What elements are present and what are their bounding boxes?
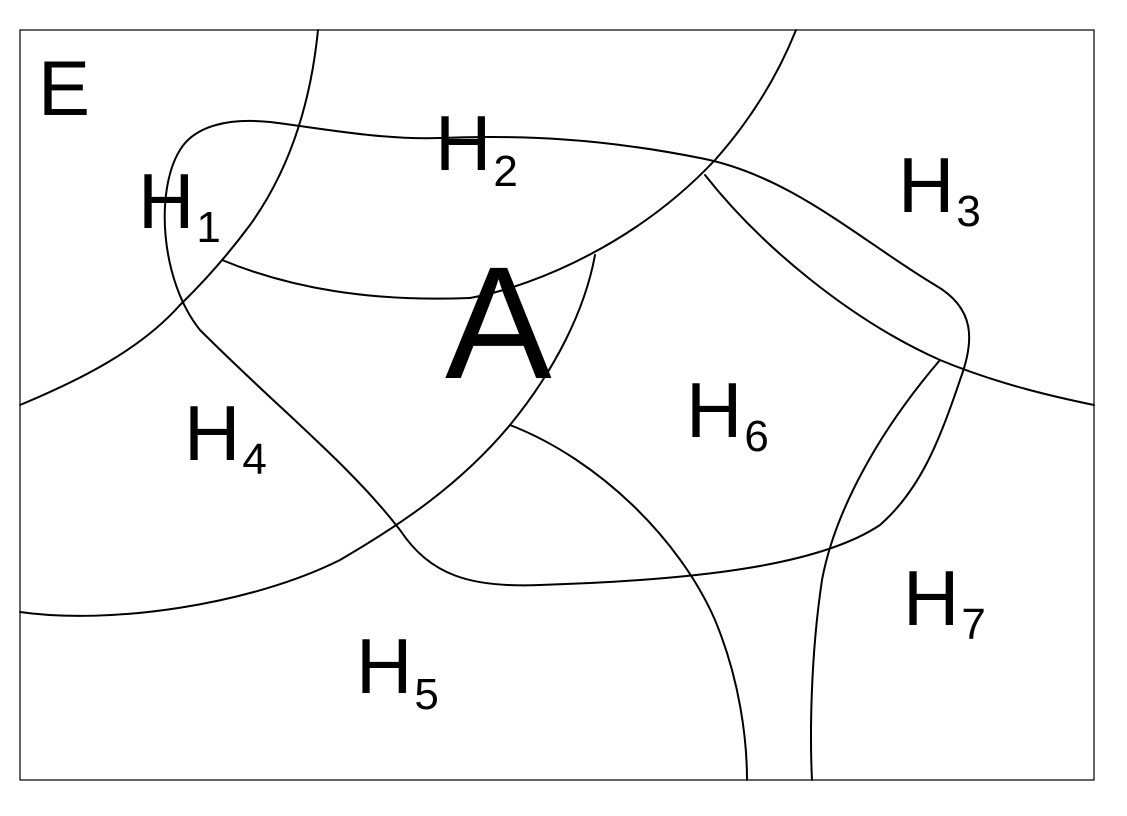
boundary-h1-h4 xyxy=(19,304,181,406)
boundary-h2-inner xyxy=(221,259,471,300)
boundary-h6-h7 xyxy=(810,359,941,781)
boundary-h3-h6 xyxy=(704,174,1095,406)
boundary-h5-h6 xyxy=(509,424,748,781)
partition-label-h3: H3 xyxy=(898,141,981,236)
partition-label-h4: H4 xyxy=(184,389,267,484)
boundary-h2-h3 xyxy=(469,29,797,299)
universe-label: E xyxy=(38,44,90,132)
boundary-h4-h5-h6 xyxy=(19,254,596,617)
boundary-h1-h2 xyxy=(179,29,319,306)
event-a-label: A xyxy=(445,233,552,412)
partition-label-h1: H1 xyxy=(138,157,221,252)
partition-label-h2: H2 xyxy=(435,99,518,196)
partition-label-h5: H5 xyxy=(356,622,439,719)
event-a-outline xyxy=(163,119,971,587)
partition-label-h7: H7 xyxy=(903,554,986,649)
partition-label-h6: H6 xyxy=(686,366,769,461)
